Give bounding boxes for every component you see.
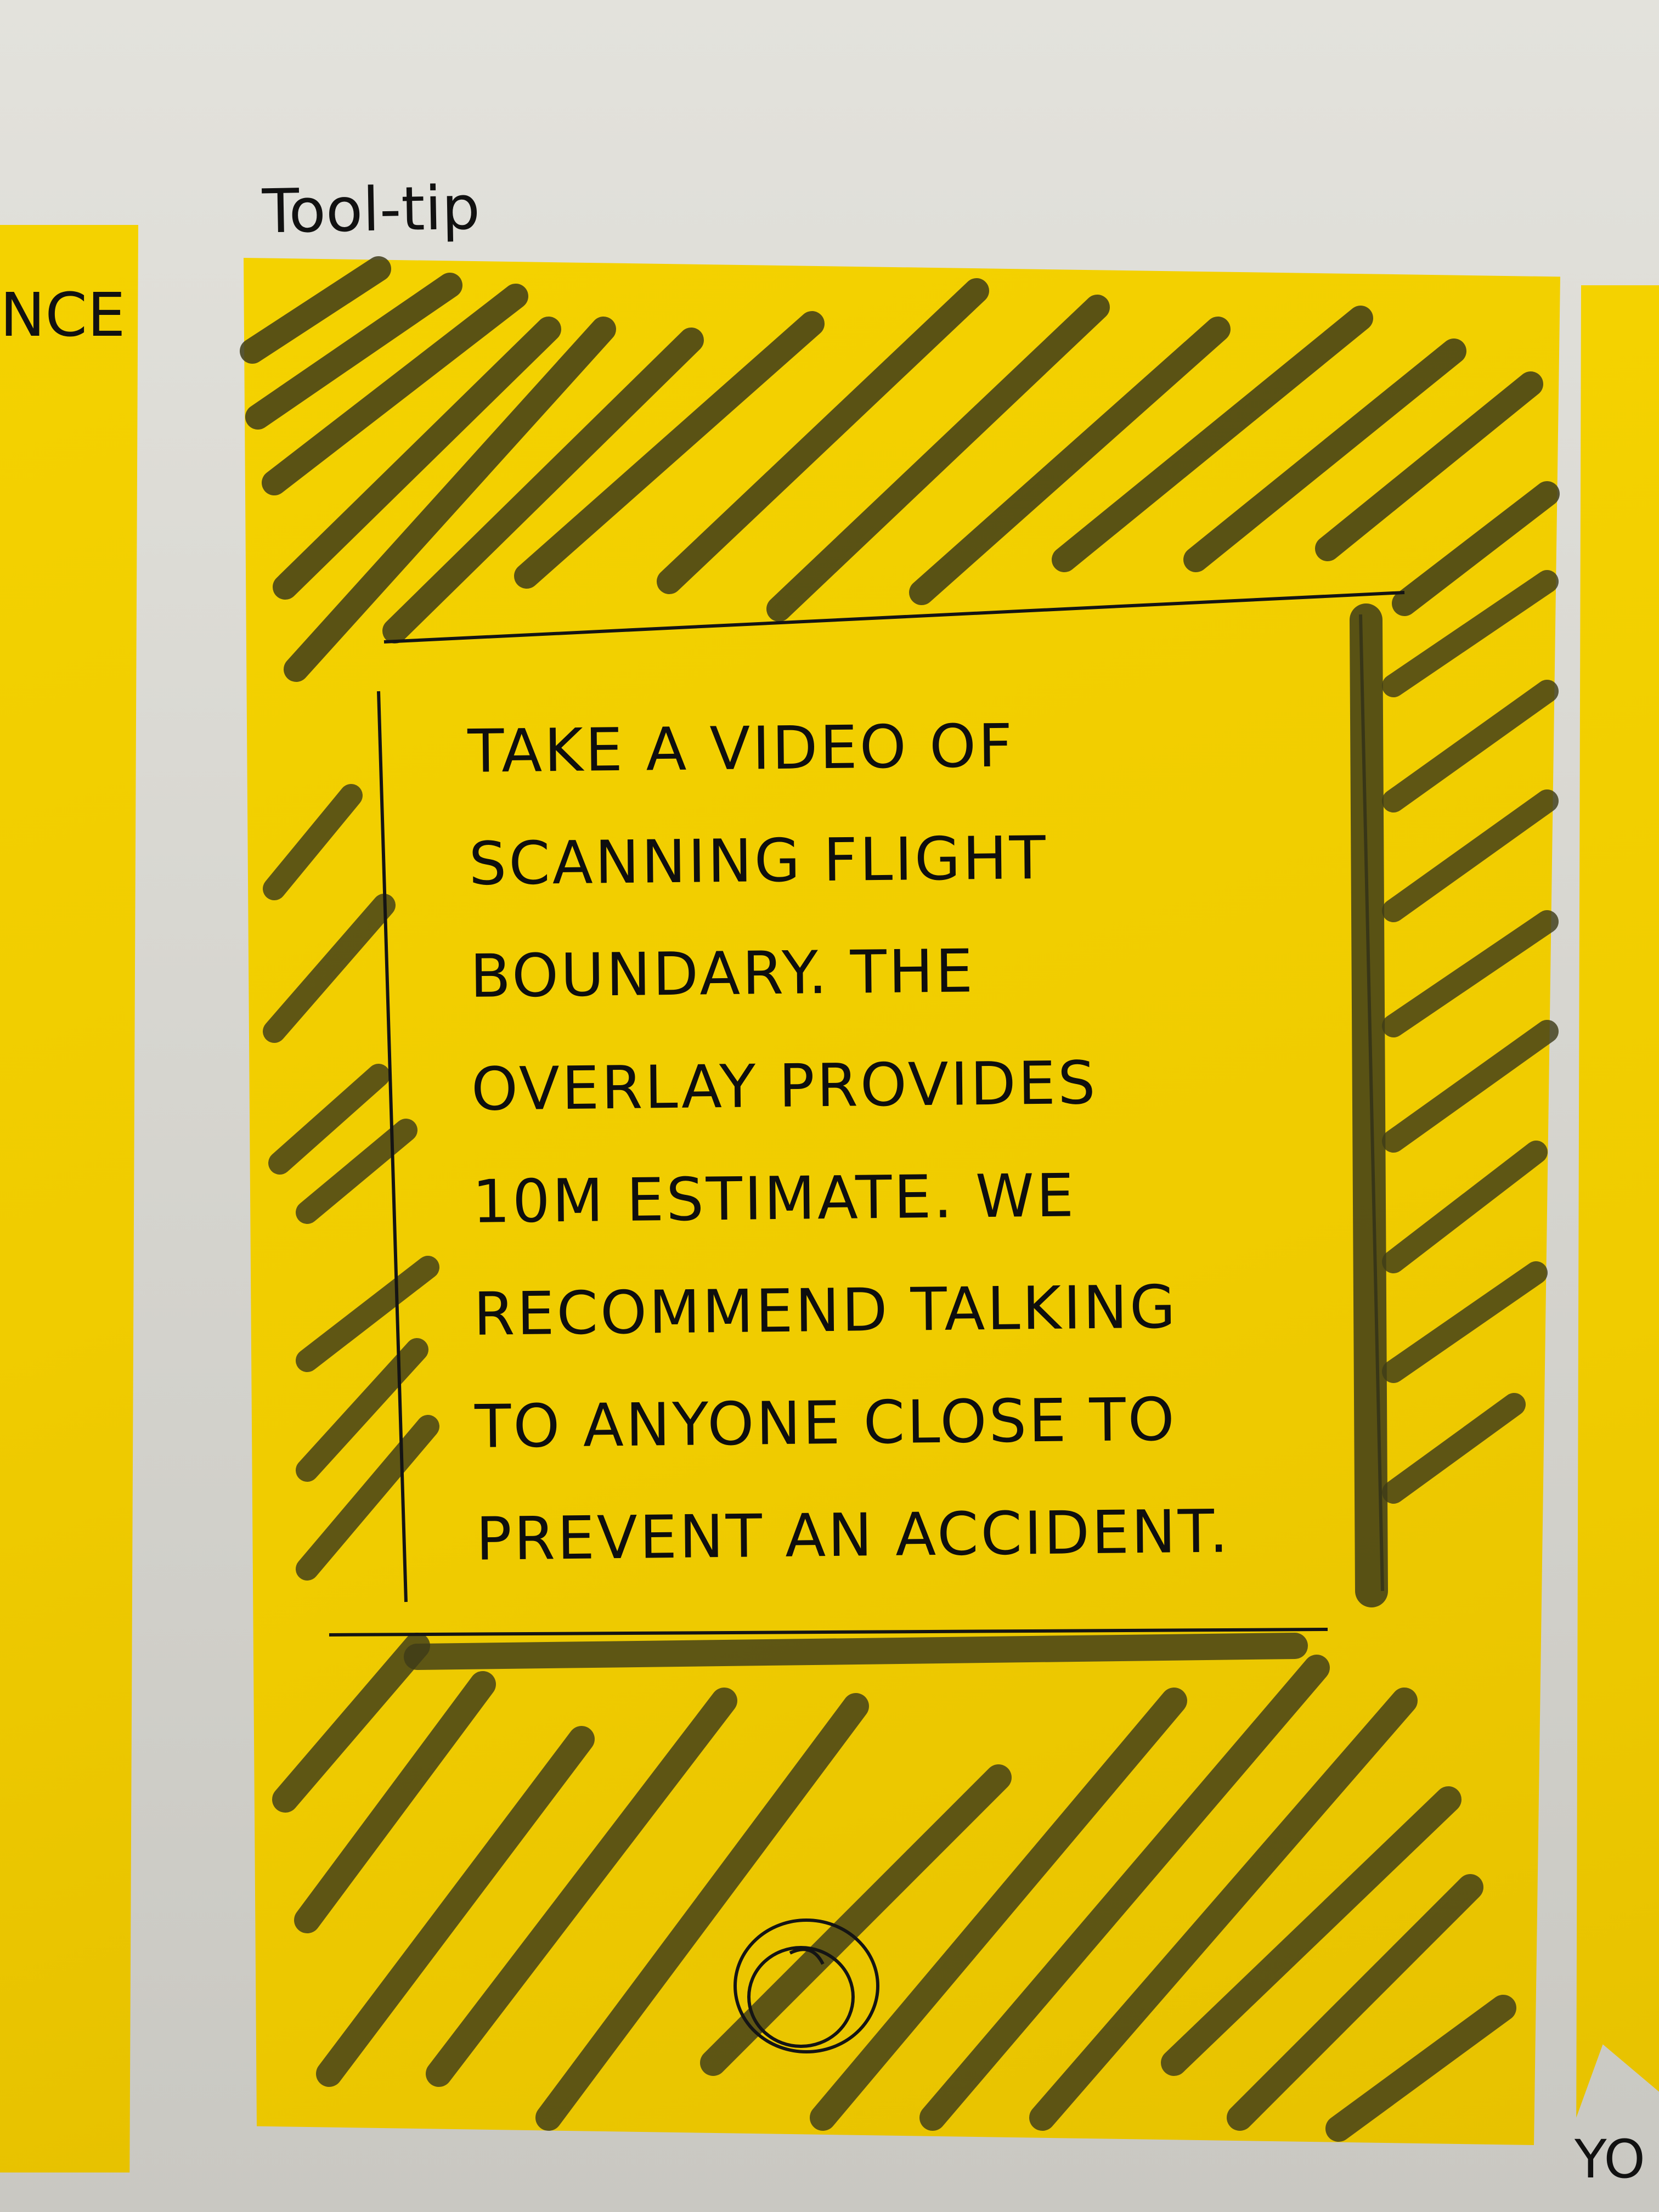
tooltip-line: BOUNDARY. THE xyxy=(470,937,975,1012)
tooltip-line: SCANNING FLIGHT xyxy=(469,824,1048,899)
right-note-label-fragment: YO xyxy=(1575,2129,1645,2190)
left-note-label-fragment: NCE xyxy=(0,280,126,350)
tooltip-line: PREVENT AN ACCIDENT. xyxy=(475,1497,1231,1575)
tooltip-line: 10M ESTIMATE. WE xyxy=(472,1161,1076,1237)
tooltip-line: TAKE A VIDEO OF xyxy=(467,712,1015,786)
right-sticky-note xyxy=(1576,285,1659,2118)
tooltip-line: RECOMMEND TALKING xyxy=(473,1273,1178,1349)
left-sticky-note xyxy=(0,225,138,2172)
tooltip-line: TO ANYONE CLOSE TO xyxy=(474,1385,1177,1462)
card-title-label: Tool-tip xyxy=(261,172,481,247)
tooltip-message: TAKE A VIDEO OF SCANNING FLIGHT BOUNDARY… xyxy=(467,687,1299,1596)
tooltip-line: OVERLAY PROVIDES xyxy=(471,1048,1098,1124)
